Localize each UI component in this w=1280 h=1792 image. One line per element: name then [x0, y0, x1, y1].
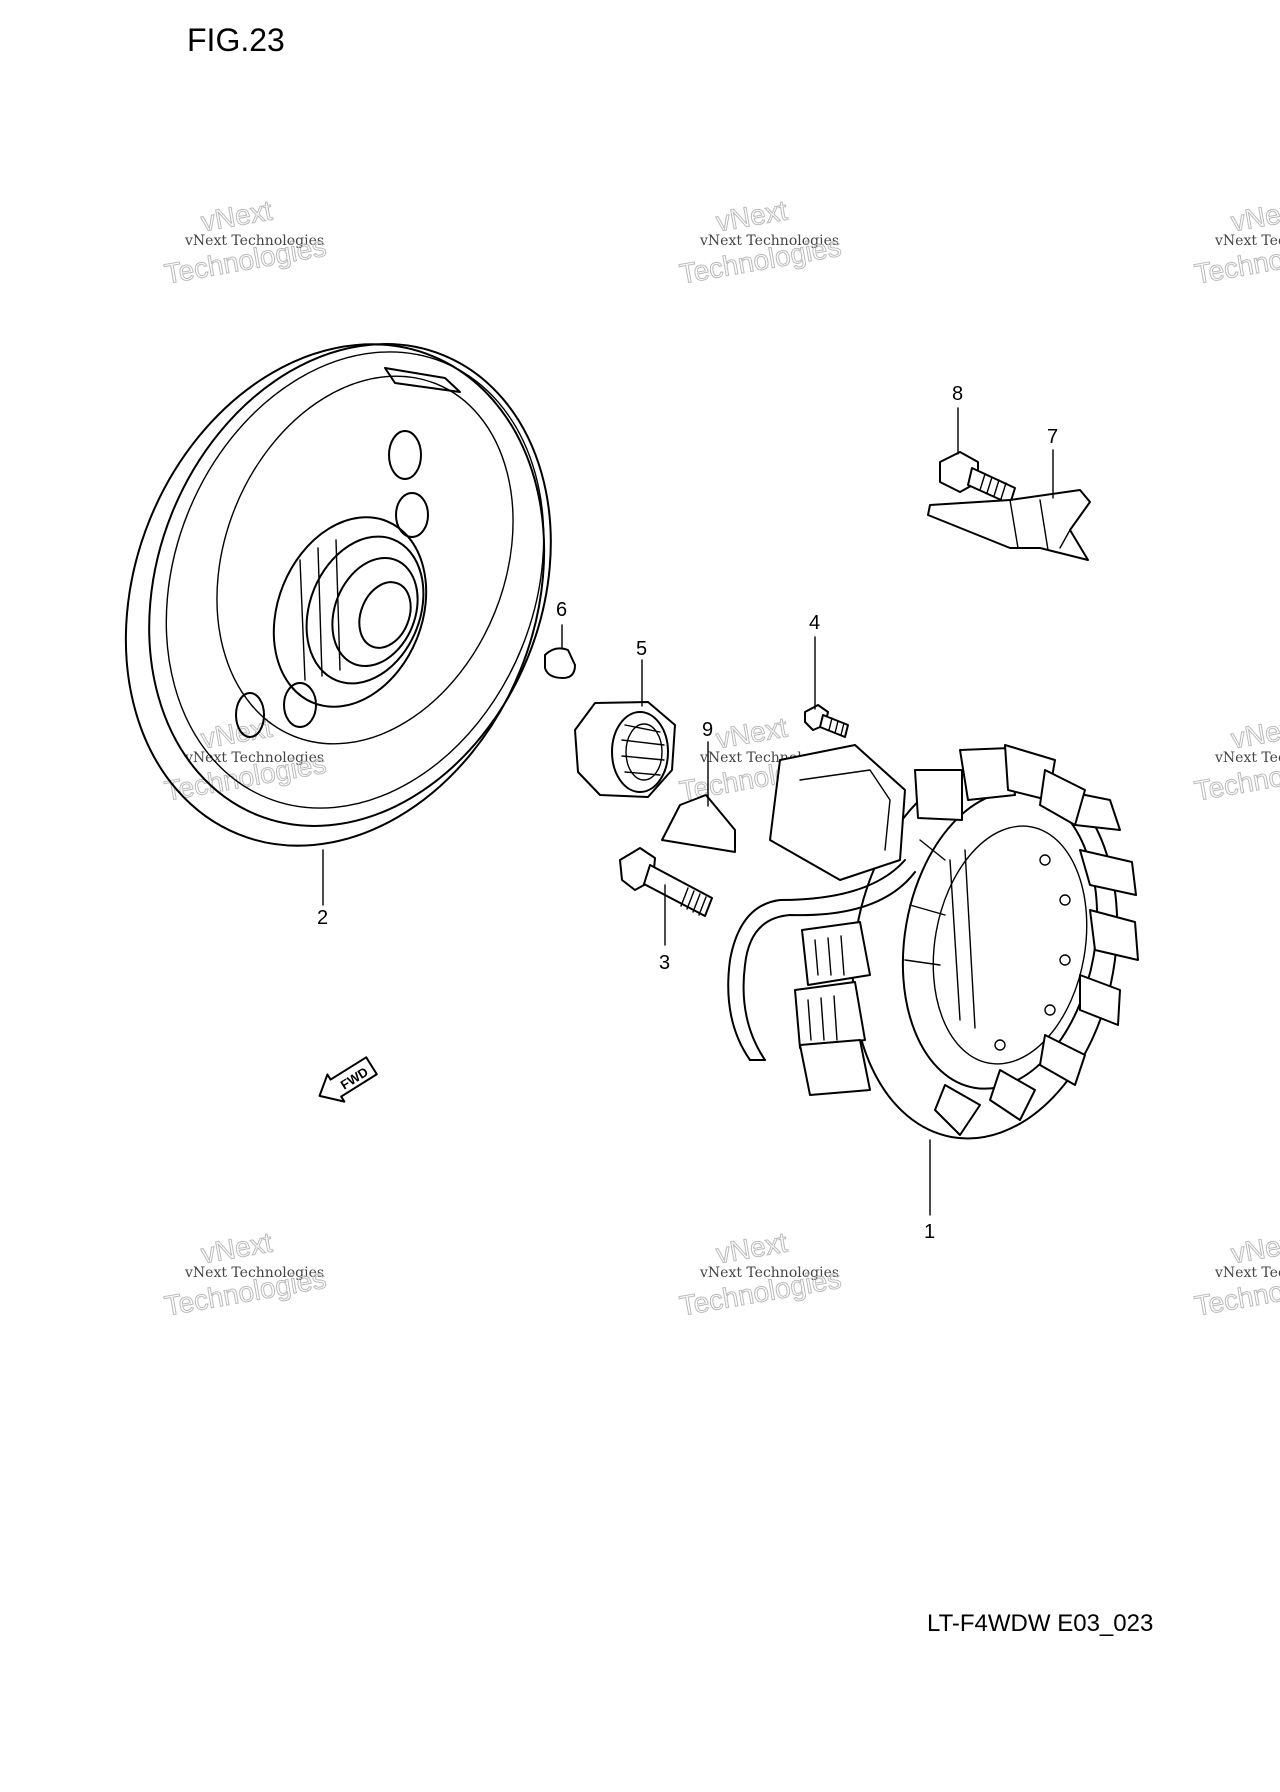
svg-text:vNext Technologies: vNext Technologies [699, 1265, 839, 1281]
svg-text:vNext Technologies: vNext Technologies [1214, 750, 1280, 766]
watermark: vNext vNext Technologies Technologies [162, 194, 329, 290]
part-screw-drawing [804, 704, 849, 738]
part-bolt-small-drawing [939, 451, 1016, 505]
svg-text:vNext Technologies: vNext Technologies [184, 750, 324, 766]
fwd-arrow-icon: FWD [318, 1056, 378, 1103]
svg-text:vNext Technologies: vNext Technologies [699, 233, 839, 249]
callout-2: 2 [317, 907, 328, 929]
svg-text:vNext: vNext [1229, 712, 1280, 755]
watermark: vNext vNext Technologies Technologies [162, 1226, 329, 1322]
leader-lines [322, 407, 1054, 1216]
watermark: vNext vNext Technologies Technologies [677, 1226, 844, 1322]
part-clamp-drawing [927, 489, 1091, 561]
svg-text:vNext: vNext [1229, 195, 1280, 238]
svg-text:vNext Technologies: vNext Technologies [1214, 1265, 1280, 1281]
part-bolt-long-drawing [619, 847, 713, 917]
svg-text:vNext: vNext [199, 1227, 275, 1270]
callout-5: 5 [636, 638, 647, 660]
callout-4: 4 [809, 612, 820, 634]
svg-text:vNext: vNext [714, 712, 790, 755]
svg-text:vNext Technologies: vNext Technologies [184, 233, 324, 249]
callout-8: 8 [952, 383, 963, 405]
callout-3: 3 [659, 952, 670, 974]
svg-text:vNext Technologies: vNext Technologies [184, 1265, 324, 1281]
watermark: vNext vNext Technologies Technologies [1192, 194, 1280, 290]
watermark: vNext vNext Technologies Technologies [677, 194, 844, 290]
part-stator-drawing [727, 744, 1139, 1140]
watermark: vNext vNext Technologies Technologies [1192, 1226, 1280, 1322]
callout-7: 7 [1047, 426, 1058, 448]
callouts: 1 2 3 4 5 6 7 8 9 [317, 383, 1058, 1243]
callout-1: 1 [924, 1221, 935, 1243]
svg-text:vNext: vNext [714, 195, 790, 238]
svg-text:vNext: vNext [714, 1227, 790, 1270]
part-key-drawing [544, 647, 576, 679]
callout-6: 6 [556, 599, 567, 621]
watermark: vNext vNext Technologies Technologies [162, 711, 329, 807]
part-pad-drawing [661, 794, 736, 853]
part-rotor-drawing [124, 343, 552, 847]
figure-title: FIG.23 [187, 22, 285, 58]
svg-text:vNext Technologies: vNext Technologies [1214, 233, 1280, 249]
svg-text:vNext: vNext [199, 195, 275, 238]
figure-code: LT-F4WDW E03_023 [927, 1610, 1154, 1637]
part-nut-drawing [574, 701, 676, 798]
watermark: vNext vNext Technologies Technologies [1192, 711, 1280, 807]
callout-9: 9 [702, 719, 713, 741]
svg-text:vNext: vNext [1229, 1227, 1280, 1270]
